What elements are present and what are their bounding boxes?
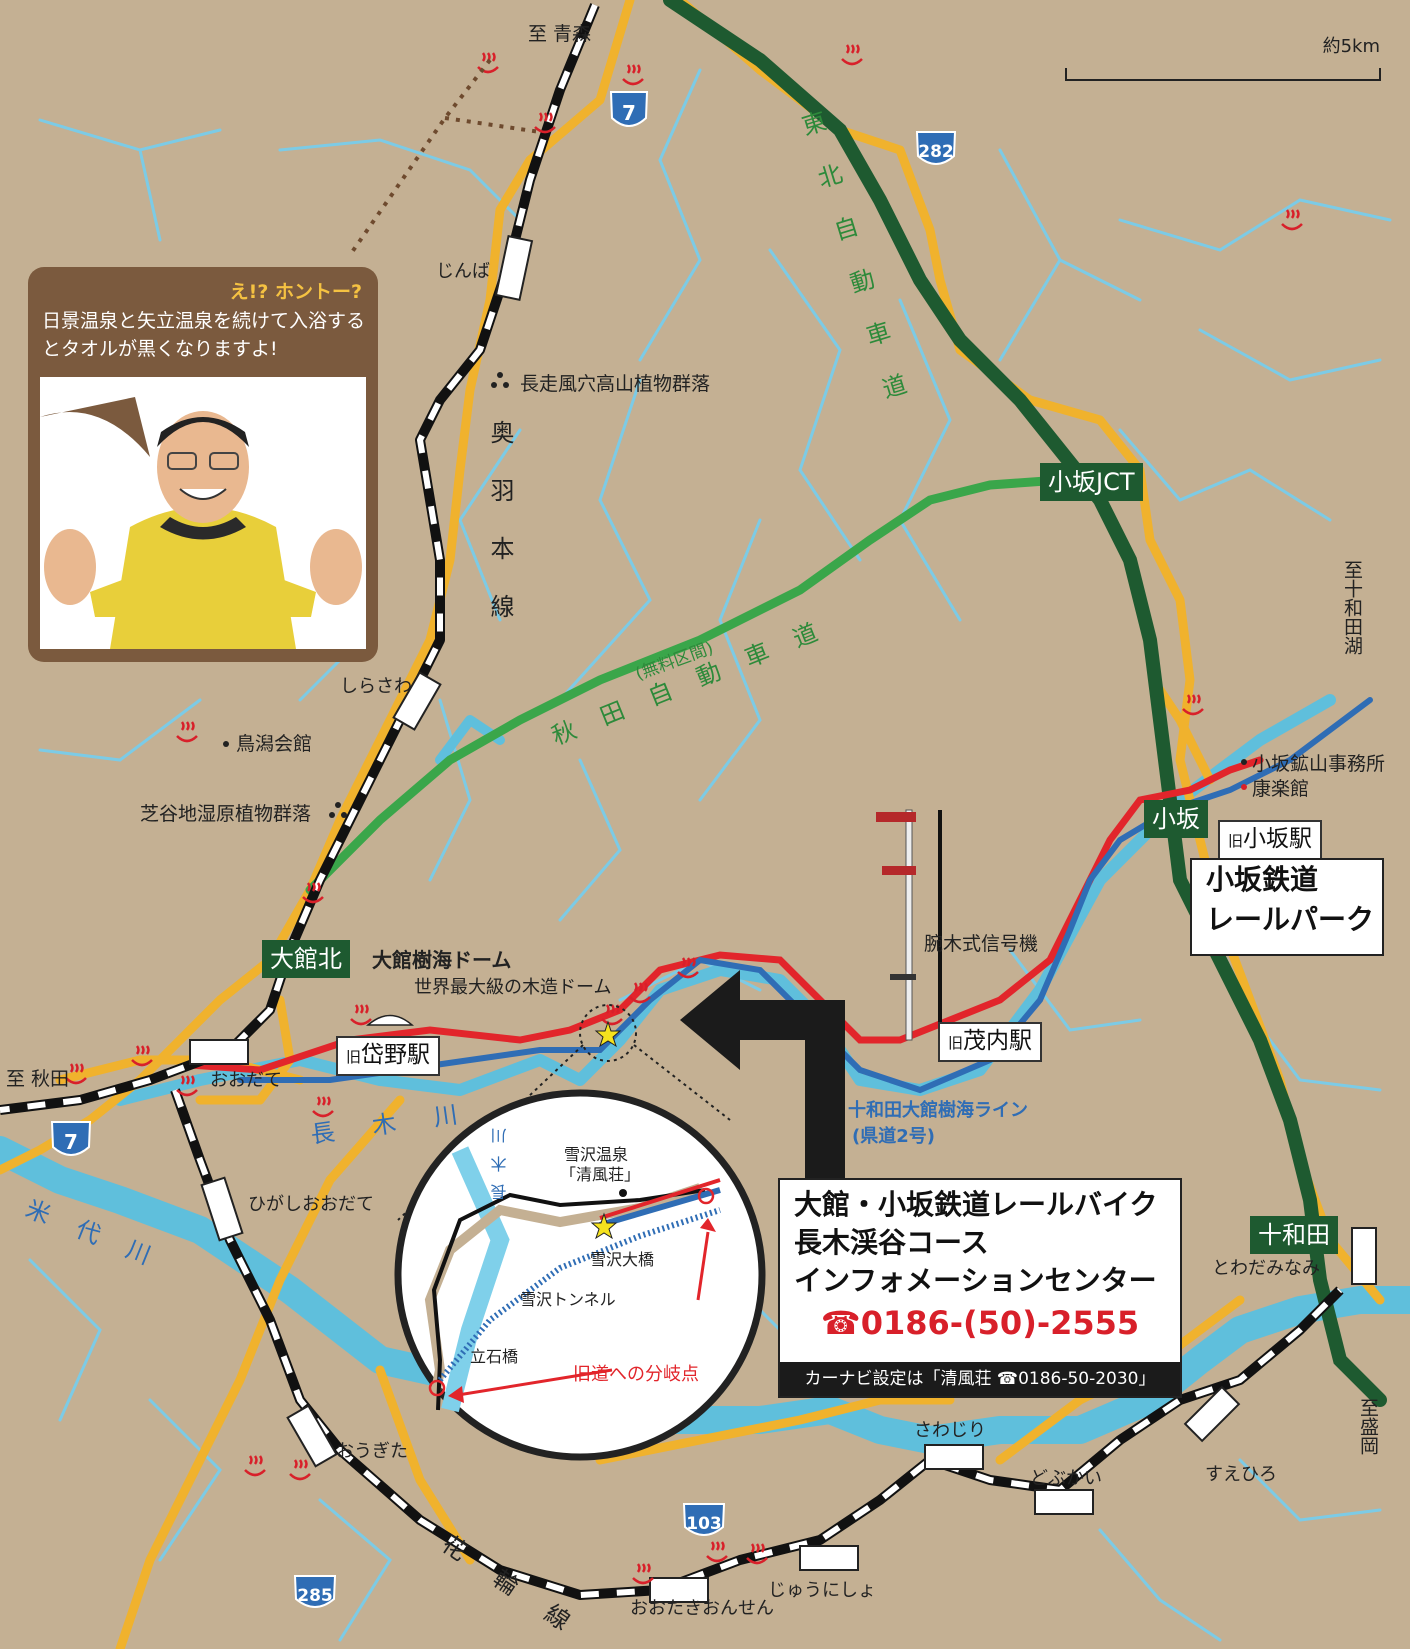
- tohoku-expressway: [663, 0, 1387, 1407]
- place-jukai-line-note: (県道2号): [852, 1125, 935, 1147]
- ic-kosaka-jct: 小坂JCT: [1040, 463, 1143, 501]
- place-kosaka-mine: 小坂鉱山事務所: [1252, 753, 1385, 775]
- guide-photo-illustration: [40, 377, 366, 649]
- info-title-1: 大館・小坂鉄道レールバイク: [794, 1188, 1158, 1221]
- station-otaki-onsen: おおたきおんせん: [630, 1598, 774, 1619]
- info-title-3: インフォメーションセンター: [794, 1264, 1157, 1297]
- svg-text:7: 7: [64, 1130, 78, 1154]
- route-103-shield: 103: [682, 1503, 726, 1536]
- station-towada-minami: とわだみなみ: [1212, 1258, 1320, 1279]
- place-labels: 長走風穴高山植物群落 芝谷地湿原植物群落 鳥潟会館 大館樹海ドーム 世界最大級の…: [140, 372, 1385, 1147]
- place-semaphore: 腕木式信号機: [924, 933, 1038, 955]
- scale-bar: 約5km: [1065, 36, 1381, 81]
- to-aomori: 至 青森: [528, 23, 591, 45]
- callout-text: 日景温泉と矢立温泉を続けて入浴するとタオルが黒くなりますよ!: [42, 310, 366, 360]
- route-7-shield-west: 7: [50, 1121, 92, 1156]
- old-station-taino: 旧岱野駅: [336, 1036, 441, 1076]
- old-station-kosaka: 旧小坂駅: [1218, 820, 1323, 860]
- ic-odate-kita: 大館北: [262, 940, 350, 978]
- rail-park-line2: レールパーク: [1206, 903, 1375, 936]
- speech-callout: え!? ホントー? 日景温泉と矢立温泉を続けて入浴するとタオルが黒くなりますよ!: [28, 267, 378, 662]
- station-junisho: じゅうにしょ: [768, 1580, 876, 1601]
- place-jukai-dome: 大館樹海ドーム: [372, 948, 511, 972]
- inset-onsen-label: 雪沢温泉: [564, 1145, 628, 1164]
- info-phone: ☎0186-(50)-2555: [820, 1304, 1140, 1342]
- ic-kosaka: 小坂: [1144, 800, 1208, 838]
- inset-tunnel-label: 雪沢トンネル: [520, 1290, 616, 1309]
- station-labels: じんば しらさわ おおだて ひがしおおだて おうぎた おおたきおんせん じゅうに…: [210, 261, 1320, 1619]
- to-akita: 至 秋田: [6, 1068, 69, 1090]
- guide-photo: [40, 377, 366, 649]
- speech-tail-icon: [40, 397, 150, 457]
- inset-seifuso-label: 「清風荘」: [560, 1165, 640, 1184]
- info-title-2: 長木渓谷コース: [794, 1226, 989, 1259]
- place-nagabashiri: 長走風穴高山植物群落: [520, 373, 710, 395]
- place-torigata: 鳥潟会館: [236, 733, 312, 755]
- place-dome-note-1: 世界最大級の木造ドーム: [414, 977, 611, 998]
- inset-zoom: 雪沢温泉 「清風荘」 雪沢大橋 雪沢トンネル 立石橋 長木川 旧道への分岐点: [394, 1004, 766, 1461]
- callout-question: え!? ホントー?: [229, 281, 362, 303]
- route-285-shield: 285: [293, 1575, 337, 1608]
- station-shirasawa: しらさわ: [340, 676, 412, 697]
- place-jukai-line: 十和田大館樹海ライン: [848, 1099, 1028, 1121]
- onsen-icons: [65, 44, 1303, 1585]
- ou-line-label: 奥羽本線: [486, 420, 514, 652]
- inset-tateishi-label: 立石橋: [470, 1347, 518, 1366]
- station-higashi-odate: ひがしおおだて: [248, 1194, 374, 1215]
- info-carnavi: カーナビ設定は「清風荘 ☎0186-50-2030」: [780, 1362, 1180, 1396]
- inset-river-label: 長木川: [491, 1116, 510, 1200]
- inset-branch-label: 旧道への分岐点: [573, 1364, 699, 1385]
- station-sawajiri: さわじり: [914, 1420, 986, 1441]
- station-odate: おおだて: [210, 1070, 282, 1091]
- station-jinba: じんば: [436, 261, 490, 282]
- rail-park-box: 小坂鉄道 レールパーク: [1190, 858, 1384, 956]
- ic-towada: 十和田: [1250, 1216, 1338, 1254]
- walking-trails: [348, 58, 541, 257]
- svg-text:285: 285: [297, 1586, 333, 1606]
- inset-bridge-label: 雪沢大橋: [590, 1250, 654, 1269]
- svg-text:7: 7: [622, 101, 636, 125]
- station-ougita: おうぎた: [336, 1441, 408, 1462]
- route-shields: 7 282 7 103 285: [50, 91, 957, 1608]
- to-towada-ko: 至十和田湖: [1341, 560, 1363, 655]
- route-7-shield-north: 7: [609, 91, 649, 127]
- station-suehiro: すえひろ: [1205, 1464, 1277, 1485]
- pointer-arrow: [680, 970, 845, 1178]
- semaphore-signal-icon: [876, 809, 916, 1041]
- rail-park-line1: 小坂鉄道: [1206, 863, 1319, 896]
- station-dobukai: どぶかい: [1030, 1468, 1102, 1489]
- info-center-box: 大館・小坂鉄道レールバイク 長木渓谷コース インフォメーションセンター ☎018…: [778, 1178, 1182, 1398]
- place-korakukan: 康楽館: [1252, 778, 1309, 800]
- to-morioka: 至盛岡: [1357, 1398, 1379, 1455]
- place-shibayachi: 芝谷地湿原植物群落: [140, 803, 311, 825]
- station-markers: [189, 234, 1377, 1603]
- svg-text:282: 282: [918, 142, 954, 162]
- scale-label: 約5km: [1323, 36, 1380, 57]
- old-station-moriuchi: 旧茂内駅: [938, 1022, 1043, 1062]
- svg-text:103: 103: [686, 1514, 722, 1534]
- route-282-shield: 282: [915, 131, 957, 165]
- akita-expressway: [305, 475, 1065, 895]
